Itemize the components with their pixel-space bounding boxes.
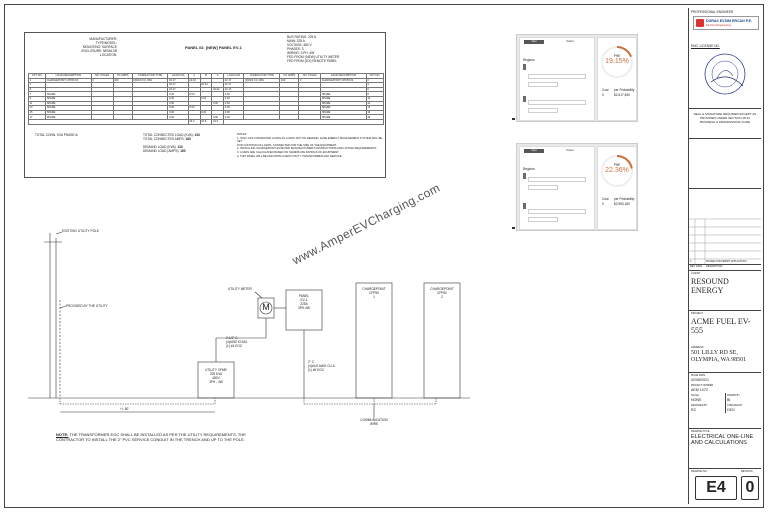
regions-label-1: Regions — [523, 58, 535, 62]
engineer-header: PROFESSIONAL ENGINEER — [691, 10, 734, 14]
meter-symbol: M — [262, 302, 270, 312]
revision-number: 0 — [741, 476, 759, 500]
charger-2-label: CHARGEPOINT CPF50 2 — [430, 287, 454, 299]
gauge-2 — [601, 155, 633, 187]
drawing-title: ELECTRICAL ONE-LINE AND CALCULATIONS — [691, 434, 754, 447]
stat-right-2: $2,963,180 — [614, 202, 630, 206]
select-2d[interactable] — [528, 217, 558, 222]
revision-table: 0 ISSUED FOR PERMIT APPLICATION — [689, 188, 761, 265]
title-block: PROFESSIONAL ENGINEER DURAS EVSIM ERCAN … — [688, 8, 761, 504]
seal-note: SEAL & SIGNATURE REQUIRED EXCEPT AS PROV… — [693, 112, 757, 124]
comm-wire-label: COMMUNICATION WIRE — [360, 418, 388, 426]
tab-input-1[interactable]: Input — [524, 40, 544, 44]
percent-2: 22.36% — [605, 167, 629, 174]
percent-1: 19.15% — [605, 58, 629, 65]
stat-left-label-2: Cost — [602, 197, 609, 201]
panel-header-right: BUS RATING: 225 A MAIN: 225 A VOLTAGE: 4… — [287, 35, 340, 63]
select-1b[interactable] — [528, 82, 558, 87]
project-name: ACME FUEL EV-555 — [691, 317, 751, 335]
total-a: 44.3 — [187, 118, 201, 125]
schedule-notes: NOTES: 1. IN EV CAS CONNECTED LOADS AS L… — [237, 133, 383, 158]
dimension-label: +/- 80' — [120, 407, 129, 411]
conduit-2-label: 2" C (4)#1/0 AWG CU & (1) #6 EGC — [308, 360, 335, 372]
select-2b[interactable] — [528, 185, 558, 190]
charger-1-label: CHARGEPOINT CPF50 1 — [362, 287, 386, 299]
engineer-seal-icon — [704, 53, 746, 95]
stat-right-label-1: per Probability — [614, 88, 635, 92]
select-2a[interactable] — [528, 177, 586, 182]
select-2c[interactable] — [528, 209, 586, 214]
panel-title: PANEL ID: [NEW] PANEL EV-1 — [185, 45, 242, 50]
software-screenshot-1: Input Output Regions PHE 19.15% Cost per… — [516, 34, 638, 122]
tab-output-1[interactable]: Output — [566, 40, 574, 43]
total-kva-label: TOTAL CONN. KVA PHASE A: — [35, 133, 79, 137]
transformer-label: PROVIDED BY THE UTILITY — [66, 304, 108, 308]
regions-label-2: Regions — [523, 167, 535, 171]
drawing-number: E4 — [695, 476, 737, 500]
stat-right-label-2: per Probability — [614, 197, 635, 201]
drawing-sheet — [4, 4, 764, 508]
summary-block: TOTAL CONNECTED LOAD (KVA): 133 TOTAL CO… — [143, 133, 200, 153]
gauge-caption-1: PHE — [613, 54, 621, 58]
schedule-totals-row: 44.3 44.3 44.3 — [28, 118, 384, 125]
stat-left-1: 0 — [602, 93, 604, 97]
tab-input-2[interactable]: Input — [524, 149, 544, 153]
select-1d[interactable] — [528, 108, 558, 113]
stat-left-2: 0 — [602, 202, 604, 206]
gauge-1 — [601, 46, 633, 78]
bottom-note: NOTE: THE TRANSFORMER EGC SHALL BE INSTA… — [56, 432, 246, 442]
panel-header-left: MANUFACTURER: TYPE/MODEL: MOUNTING: SURF… — [81, 37, 117, 57]
service-label: UTILITY XFMR 225 KVA 480V 3PH - 4W — [205, 368, 227, 384]
software-screenshot-2: Input Output Regions PHE 22.36% Cost per… — [516, 143, 638, 231]
project-address: 501 LILLY RD SE, OLYMPIA, WA 98501 — [691, 350, 747, 363]
stat-left-label-1: Cost — [602, 88, 609, 92]
utility-pole-label: EXISTING UTILITY POLE — [62, 229, 99, 233]
total-b: 44.3 — [199, 118, 213, 125]
firm-logo-icon — [696, 19, 704, 27]
input-card-1: Input Output Regions — [519, 37, 595, 121]
input-card-2: Input Output Regions — [519, 146, 595, 230]
output-card-1: PHE 19.15% Cost per Probability 0 $2,617… — [597, 37, 637, 121]
firm-logo: DURAS EVSIM ERCAN P.E. Electrical Engine… — [693, 16, 759, 30]
tab-output-2[interactable]: Output — [566, 149, 574, 152]
stat-right-1: $2,617,540 — [614, 93, 630, 97]
project-info: ISSUE DATE 02/08/2021 PROJECT NUMBER AEM… — [689, 372, 761, 428]
output-card-2: PHE 22.36% Cost per Probability 0 $2,963… — [597, 146, 637, 230]
gauge-caption-2: PHE — [613, 163, 621, 167]
select-1a[interactable] — [528, 74, 586, 79]
meter-label: UTILITY METER — [228, 287, 252, 291]
select-1c[interactable] — [528, 100, 586, 105]
panel-schedule: MANUFACTURER: TYPE/MODEL: MOUNTING: SURF… — [24, 32, 386, 178]
panel-ev1-label: PANEL EV-1 225A 3PH 4W — [298, 294, 310, 310]
conduit-1-label: 2-1/2" C (4)#250 KCMIL (1) #4 EGC — [226, 336, 248, 348]
client-name: RESOUND ENERGY — [691, 277, 729, 295]
license-label: ENG. LICENSE NO. — [691, 44, 720, 48]
